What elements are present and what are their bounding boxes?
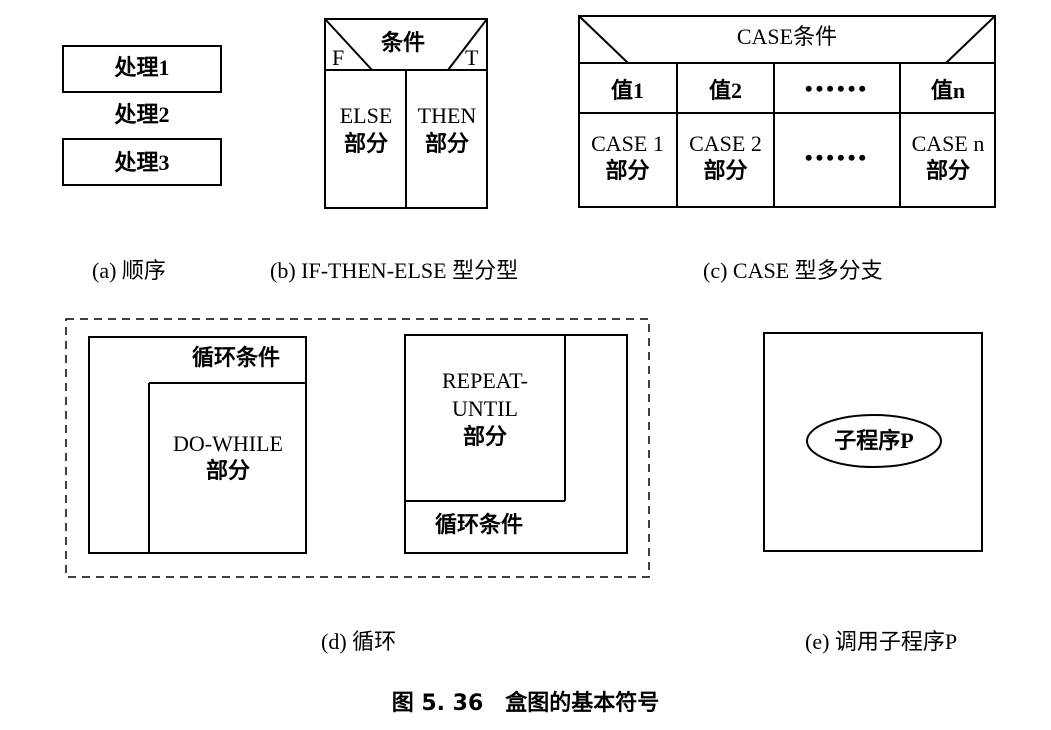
repeat-body-label-2: UNTIL — [452, 396, 518, 421]
case-value-n: 值n — [930, 78, 966, 103]
then-label: THEN — [417, 103, 477, 128]
case-condition-label: CASE条件 — [736, 24, 838, 49]
case-part-1-label: CASE 1 — [591, 131, 664, 156]
repeat-until-condition: 循环条件 — [435, 512, 524, 537]
subroutine-box — [763, 332, 983, 552]
case-part-2-label: CASE 2 — [689, 131, 762, 156]
figure-title: 图 5. 36 盒图的基本符号 — [391, 691, 660, 716]
else-part-label: 部分 — [343, 131, 388, 156]
caption-c: (c) CASE 型多分支 — [703, 258, 883, 283]
false-label: F — [332, 45, 345, 70]
case-box — [578, 15, 996, 208]
caption-d: (d) 循环 — [321, 629, 397, 654]
case-part-2-suffix: 部分 — [703, 158, 748, 183]
subroutine-label: 子程序P — [834, 428, 914, 453]
caption-e: (e) 调用子程序P — [805, 629, 958, 654]
case-value-1: 值1 — [610, 78, 644, 103]
sequence-step-3: 处理3 — [114, 150, 170, 175]
do-while-condition: 循环条件 — [192, 345, 281, 370]
do-while-body-label: DO-WHILE — [173, 431, 283, 456]
case-part-1-suffix: 部分 — [605, 158, 650, 183]
repeat-body-label-1: REPEAT- — [442, 368, 528, 393]
then-part-label: 部分 — [424, 131, 469, 156]
caption-a: (a) 顺序 — [92, 258, 166, 283]
case-value-ellipsis: •••••• — [804, 76, 870, 101]
repeat-until-box — [404, 334, 628, 554]
else-label: ELSE — [339, 103, 393, 128]
condition-label: 条件 — [381, 30, 426, 55]
sequence-row-2 — [62, 91, 222, 140]
do-while-box — [88, 336, 307, 554]
true-label: T — [465, 45, 479, 70]
repeat-body-part: 部分 — [462, 424, 507, 449]
case-part-n-label: CASE n — [911, 131, 985, 156]
case-part-n-suffix: 部分 — [925, 158, 970, 183]
case-part-ellipsis: •••••• — [804, 145, 870, 170]
sequence-step-1: 处理1 — [114, 55, 170, 80]
do-while-body-part: 部分 — [205, 458, 250, 483]
case-value-2: 值2 — [708, 78, 742, 103]
caption-b: (b) IF-THEN-ELSE 型分型 — [270, 258, 519, 283]
sequence-step-2: 处理2 — [114, 102, 170, 127]
